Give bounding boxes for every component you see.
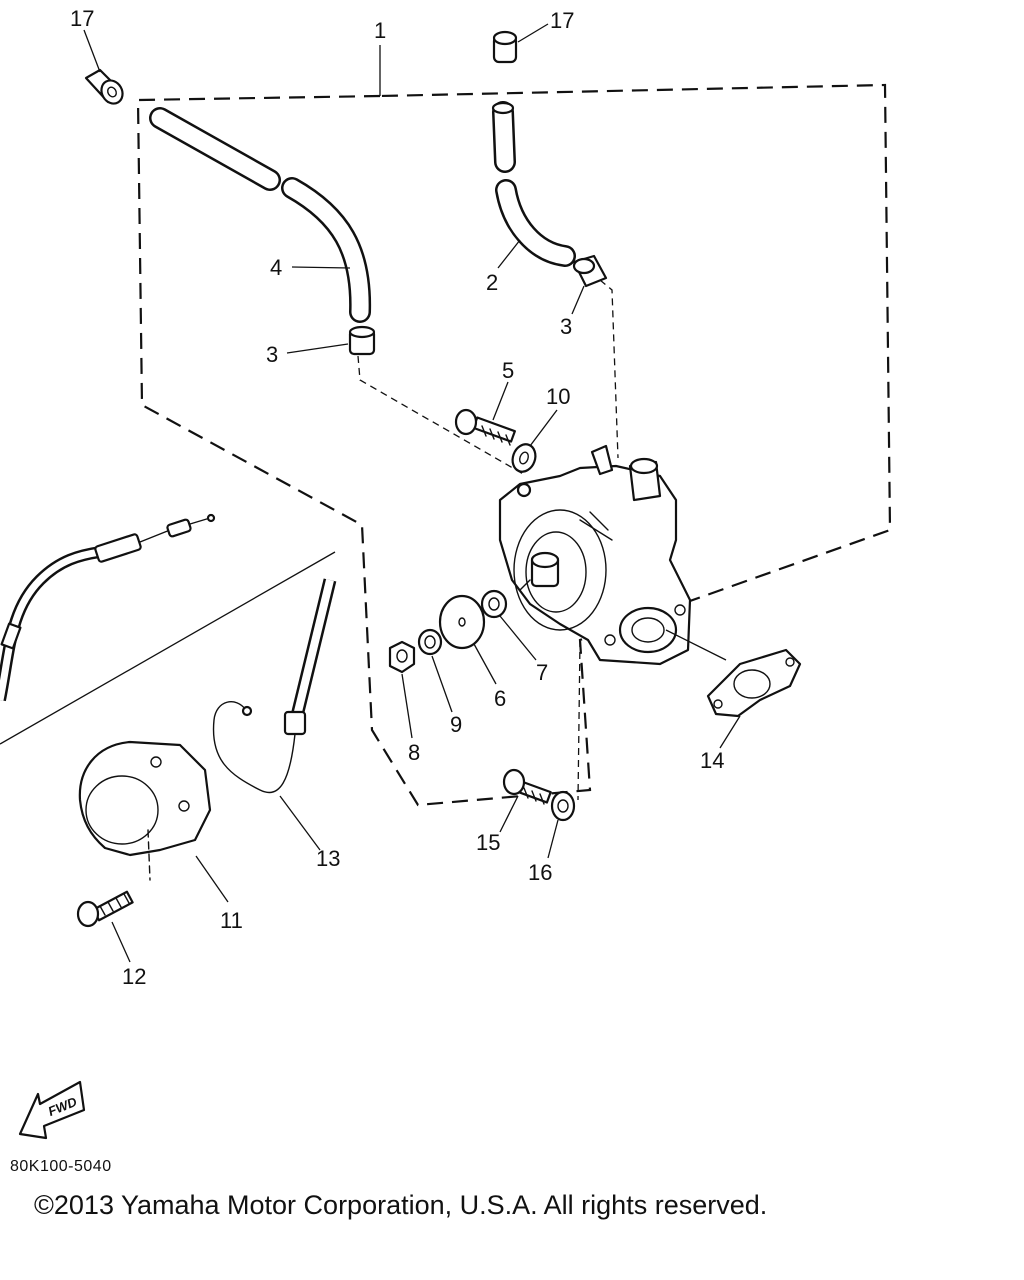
callout-7: 7 bbox=[536, 660, 548, 685]
callout-10: 10 bbox=[546, 384, 570, 409]
collar-17-right bbox=[492, 30, 518, 64]
collar-3-right bbox=[572, 254, 608, 288]
callout-13: 13 bbox=[316, 846, 340, 871]
hose-2 bbox=[491, 101, 576, 267]
nut-8 bbox=[388, 640, 416, 674]
callout-3-right: 3 bbox=[560, 314, 572, 339]
washer-10 bbox=[511, 443, 537, 473]
oil-pump-body bbox=[498, 444, 692, 666]
callout-5: 5 bbox=[502, 358, 514, 383]
throttle-cable bbox=[0, 513, 216, 702]
callout-16: 16 bbox=[528, 860, 552, 885]
callout-14: 14 bbox=[700, 748, 724, 773]
washer-16 bbox=[550, 790, 576, 822]
washer-7 bbox=[480, 589, 508, 619]
hose-4 bbox=[149, 107, 372, 323]
cable-13 bbox=[212, 578, 337, 794]
copyright-notice: ©2013 Yamaha Motor Corporation, U.S.A. A… bbox=[34, 1190, 768, 1220]
callout-4: 4 bbox=[270, 255, 282, 280]
callout-8: 8 bbox=[408, 740, 420, 765]
callout-9: 9 bbox=[450, 712, 462, 737]
assembly-boundary bbox=[136, 83, 892, 807]
forward-arrow-icon: FWD bbox=[18, 1080, 86, 1140]
bolt-5 bbox=[454, 408, 516, 446]
bolt-15 bbox=[502, 768, 552, 805]
callout-12: 12 bbox=[122, 964, 146, 989]
callout-2: 2 bbox=[486, 270, 498, 295]
callout-1: 1 bbox=[374, 18, 386, 43]
collar-17-left bbox=[84, 68, 124, 105]
callout-11: 11 bbox=[220, 908, 243, 933]
callout-15: 15 bbox=[476, 830, 500, 855]
pump-cover-11 bbox=[78, 740, 212, 881]
callout-6: 6 bbox=[494, 686, 506, 711]
callout-3-left: 3 bbox=[266, 342, 278, 367]
callout-17-left: 17 bbox=[70, 6, 94, 31]
washer-9 bbox=[417, 628, 443, 656]
gasket-14 bbox=[706, 648, 802, 718]
diagram-code: 80K100-5040 bbox=[10, 1158, 112, 1175]
bolt-12 bbox=[76, 890, 134, 928]
plate-6 bbox=[438, 594, 486, 650]
callout-17-right: 17 bbox=[550, 8, 574, 33]
collar-3-left bbox=[348, 325, 376, 356]
